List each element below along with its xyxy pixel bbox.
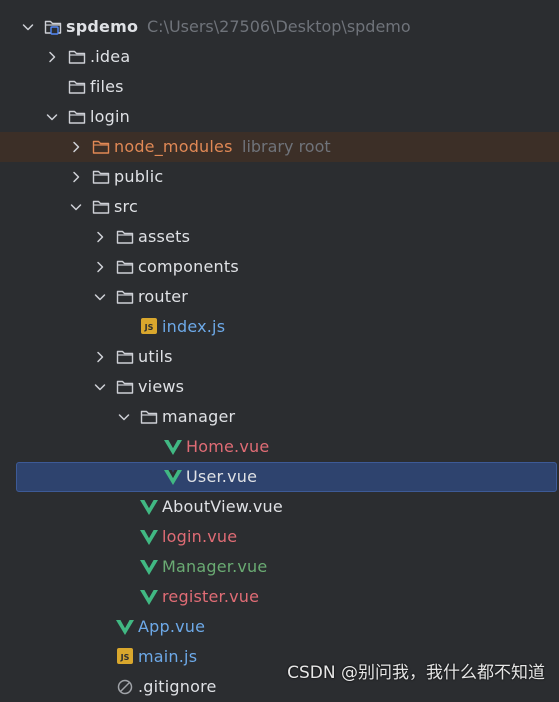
tree-item-label: .gitignore — [138, 677, 217, 696]
tree-item-label: assets — [138, 227, 191, 246]
project-path-hint: C:\Users\27506\Desktop\spdemo — [147, 17, 411, 36]
tree-item-label: .idea — [90, 47, 131, 66]
vue-file-icon — [163, 438, 183, 456]
tree-item-label: spdemo — [66, 17, 139, 36]
tree-item-files[interactable]: files — [0, 72, 559, 102]
tree-item-label: main.js — [138, 647, 198, 666]
tree-item-label: utils — [138, 347, 173, 366]
tree-item-label: login — [90, 107, 130, 126]
tree-item-label: node_modules — [114, 137, 233, 156]
folder-icon — [115, 378, 135, 396]
tree-item-label: login.vue — [162, 527, 238, 546]
javascript-file-icon: JS — [141, 318, 157, 334]
vue-file-icon — [139, 588, 159, 606]
tree-item-label: components — [138, 257, 239, 276]
vue-file-icon — [163, 468, 183, 486]
tree-item-main-js[interactable]: JS main.js — [0, 642, 559, 672]
tree-item-label: Manager.vue — [162, 557, 268, 576]
tree-item-home-vue[interactable]: Home.vue — [0, 432, 559, 462]
chevron-right-icon[interactable] — [68, 169, 84, 185]
javascript-file-icon: JS — [117, 648, 133, 664]
vue-file-icon — [139, 528, 159, 546]
csdn-watermark: CSDN @别问我，我什么都不知道 — [287, 663, 545, 683]
library-root-hint: library root — [242, 137, 331, 156]
tree-item-label: manager — [162, 407, 236, 426]
vue-file-icon — [139, 498, 159, 516]
tree-item-label: files — [90, 77, 124, 96]
tree-item-app-vue[interactable]: App.vue — [0, 612, 559, 642]
tree-item-label: src — [114, 197, 138, 216]
chevron-down-icon[interactable] — [116, 409, 132, 425]
tree-item-login-vue[interactable]: login.vue — [0, 522, 559, 552]
chevron-right-icon[interactable] — [92, 259, 108, 275]
tree-item-assets[interactable]: assets — [0, 222, 559, 252]
tree-item-label: User.vue — [186, 467, 258, 486]
tree-item-manager[interactable]: manager — [0, 402, 559, 432]
tree-item-router[interactable]: router — [0, 282, 559, 312]
tree-item-label: register.vue — [162, 587, 260, 606]
tree-item-label: Home.vue — [186, 437, 270, 456]
chevron-down-icon[interactable] — [92, 289, 108, 305]
vue-file-icon — [139, 558, 159, 576]
project-file-tree: spdemo C:\Users\27506\Desktop\spdemo .idea… — [0, 12, 559, 702]
chevron-right-icon[interactable] — [92, 349, 108, 365]
chevron-right-icon[interactable] — [68, 139, 84, 155]
tree-item-node-modules[interactable]: node_modules library root — [0, 132, 559, 162]
folder-icon — [67, 108, 87, 126]
vue-file-icon — [115, 618, 135, 636]
folder-icon — [115, 348, 135, 366]
excluded-folder-icon — [91, 138, 111, 156]
chevron-down-icon[interactable] — [44, 109, 60, 125]
tree-item-router-index-js[interactable]: JS index.js — [0, 312, 559, 342]
ignore-file-icon — [115, 678, 135, 696]
tree-item-idea[interactable]: .idea — [0, 42, 559, 72]
chevron-right-icon[interactable] — [92, 229, 108, 245]
module-folder-icon — [43, 18, 63, 36]
tree-item-public[interactable]: public — [0, 162, 559, 192]
tree-item-label: index.js — [162, 317, 226, 336]
chevron-down-icon[interactable] — [92, 379, 108, 395]
selection-highlight — [16, 462, 557, 492]
tree-item-register-vue[interactable]: register.vue — [0, 582, 559, 612]
folder-icon — [139, 408, 159, 426]
chevron-down-icon[interactable] — [20, 19, 36, 35]
chevron-right-icon[interactable] — [44, 49, 60, 65]
tree-item-views[interactable]: views — [0, 372, 559, 402]
tree-item-label: AboutView.vue — [162, 497, 283, 516]
folder-icon — [67, 48, 87, 66]
tree-item-login[interactable]: login — [0, 102, 559, 132]
tree-item-spdemo[interactable]: spdemo C:\Users\27506\Desktop\spdemo — [0, 12, 559, 42]
tree-item-user-vue[interactable]: User.vue — [0, 462, 559, 492]
folder-icon — [115, 288, 135, 306]
tree-item-manager-vue[interactable]: Manager.vue — [0, 552, 559, 582]
folder-icon — [91, 168, 111, 186]
folder-icon — [67, 78, 87, 96]
tree-item-utils[interactable]: utils — [0, 342, 559, 372]
tree-item-label: public — [114, 167, 164, 186]
tree-item-src[interactable]: src — [0, 192, 559, 222]
chevron-down-icon[interactable] — [68, 199, 84, 215]
tree-item-aboutview-vue[interactable]: AboutView.vue — [0, 492, 559, 522]
tree-item-label: App.vue — [138, 617, 206, 636]
tree-item-label: views — [138, 377, 185, 396]
folder-icon — [91, 198, 111, 216]
folder-icon — [115, 228, 135, 246]
tree-item-components[interactable]: components — [0, 252, 559, 282]
folder-icon — [115, 258, 135, 276]
tree-item-label: router — [138, 287, 189, 306]
